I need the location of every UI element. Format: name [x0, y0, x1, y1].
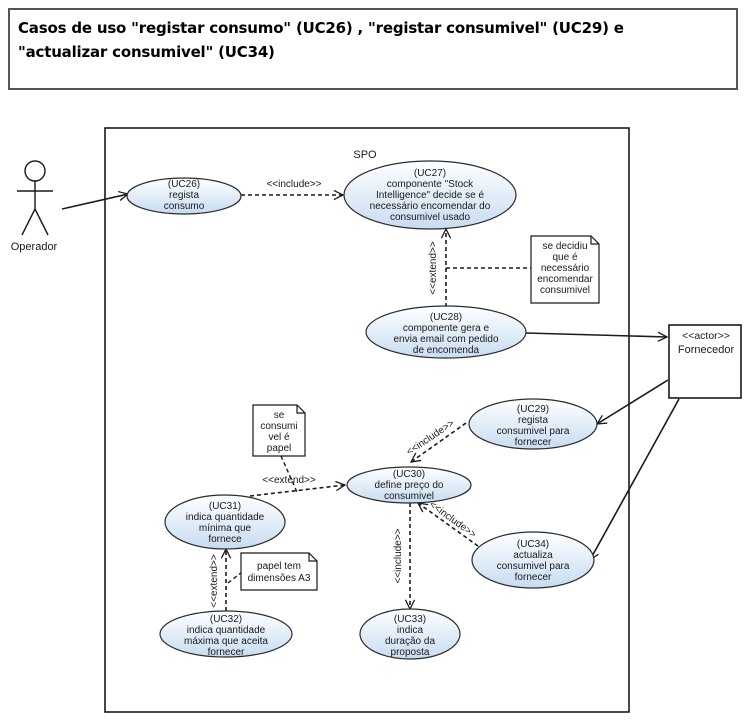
uc26-line: regista: [169, 190, 199, 201]
use-case-uc29[interactable]: [468, 398, 598, 450]
actor-operador[interactable]: [17, 160, 53, 236]
use-case-uc30-label: (UC30) define preço do consumivel: [375, 469, 444, 502]
extend-uc28-uc27-label: <<extend>>: [428, 241, 439, 295]
uc29-line: consumivel para: [497, 426, 570, 437]
note-a3-anchor: [227, 571, 243, 584]
uc27-line: (UC27): [414, 168, 446, 179]
actor-fornecedor-stereotype: <<actor>>: [682, 330, 730, 342]
note-papel: se consumi vel é papel: [252, 404, 306, 457]
use-case-uc32-label: (UC32) indica quantidade máxima que acei…: [184, 614, 268, 658]
uc30-line: (UC30): [393, 469, 425, 480]
use-case-uc26-label: (UC26) regista consumo: [164, 179, 205, 212]
use-case-uc28[interactable]: [365, 305, 527, 359]
note-decidiu-line: se decidiu: [542, 241, 587, 252]
use-case-uc34[interactable]: [471, 531, 595, 589]
uc29-line: (UC29): [517, 404, 549, 415]
uc31-line: indica quantidade: [186, 512, 265, 523]
include-uc29-uc30: [411, 422, 467, 462]
note-a3-line: dimensões A3: [248, 573, 311, 584]
note-papel-line: se: [274, 410, 285, 421]
note-papel-line: consumi: [260, 421, 297, 432]
uc27-line: consumivel usado: [390, 212, 470, 223]
uc27-line: necessário encomendar do: [370, 201, 491, 212]
note-decidiu: se decidiu que é necessário encomendar c…: [530, 235, 600, 304]
extend-uc32-uc31-label: <<extend>>: [209, 554, 220, 608]
note-a3: papel tem dimensões A3: [240, 552, 318, 591]
uc33-line: duração da: [385, 636, 435, 647]
diagram-title-line-2: "actualizar consumivel" (UC34): [18, 43, 275, 61]
use-case-uc33-label: (UC33) indica duração da proposta: [385, 614, 435, 658]
uc30-line: consumivel: [384, 491, 434, 502]
use-case-uc26[interactable]: [126, 177, 242, 215]
uc28-line: de encomenda: [413, 345, 480, 356]
uc28-line: componente gera e: [403, 323, 490, 334]
association-operador-uc26: [61, 194, 128, 210]
note-decidiu-line: necessário: [541, 263, 590, 274]
note-decidiu-line: consumivel: [540, 285, 590, 296]
actor-fornecedor[interactable]: [668, 324, 742, 399]
uc31-line: mínima que: [199, 523, 252, 534]
note-papel-line: vel é: [268, 432, 290, 443]
uc32-line: máxima que aceita: [184, 636, 268, 647]
actor-operador-label: Operador: [11, 241, 58, 253]
note-a3-line: papel tem: [257, 561, 301, 572]
use-case-uc34-label: (UC34) actualiza consumivel para fornece…: [497, 539, 570, 583]
uc32-line: indica quantidade: [187, 625, 266, 636]
uc31-line: (UC31): [209, 501, 241, 512]
include-uc26-uc27-label: <<include>>: [266, 179, 321, 190]
use-case-uc27[interactable]: [343, 160, 517, 230]
extend-uc31-uc30-label: <<extend>>: [262, 475, 316, 486]
association-fornecedor-uc34: [589, 398, 680, 560]
uc27-line: Intelligence" decide se é: [376, 190, 485, 201]
uc32-line: (UC32): [210, 614, 242, 625]
uc27-line: componente "Stock: [387, 179, 474, 190]
use-case-uc30[interactable]: [346, 466, 472, 504]
use-case-uc33[interactable]: [359, 608, 461, 660]
diagram-title-line-1: Casos de uso "registar consumo" (UC26) ,…: [18, 19, 624, 37]
uc29-line: regista: [518, 415, 548, 426]
uc26-line: consumo: [164, 201, 205, 212]
uc34-line: fornecer: [515, 572, 552, 583]
use-case-uc31[interactable]: [164, 494, 286, 550]
note-decidiu-line: encomendar: [537, 274, 593, 285]
note-decidiu-line: que é: [552, 252, 577, 263]
use-case-uc31-label: (UC31) indica quantidade mínima que forn…: [186, 501, 265, 545]
extend-uc31-uc30: [249, 485, 345, 497]
actor-fornecedor-label: Fornecedor: [678, 344, 735, 356]
uc30-line: define preço do: [375, 480, 444, 491]
use-case-uc27-label: (UC27) componente "Stock Intelligence" d…: [370, 168, 491, 223]
use-case-uc29-label: (UC29) regista consumivel para fornecer: [497, 404, 570, 448]
uc34-line: (UC34): [517, 539, 549, 550]
diagram-title-box: Casos de uso "registar consumo" (UC26) ,…: [8, 8, 738, 90]
uc32-line: fornecer: [208, 647, 245, 658]
uc28-line: envia email com pedido: [393, 334, 498, 345]
include-uc34-uc30: [418, 503, 479, 547]
uc33-line: proposta: [391, 647, 430, 658]
uc33-line: (UC33): [394, 614, 426, 625]
include-uc30-uc33-label: <<include>>: [393, 528, 404, 583]
association-uc28-fornecedor: [525, 333, 667, 337]
association-fornecedor-uc29: [597, 379, 669, 424]
use-case-uc32[interactable]: [159, 610, 293, 658]
uc26-line: (UC26): [168, 179, 200, 190]
use-case-uc28-label: (UC28) componente gera e envia email com…: [393, 312, 498, 356]
system-name: SPO: [353, 149, 377, 161]
uc28-line: (UC28): [430, 312, 462, 323]
uc34-line: actualiza: [513, 550, 553, 561]
uc33-line: indica: [397, 625, 424, 636]
uc31-line: fornece: [208, 534, 242, 545]
note-papel-line: papel: [267, 443, 291, 454]
uc29-line: fornecer: [515, 437, 552, 448]
uc34-line: consumivel para: [497, 561, 570, 572]
